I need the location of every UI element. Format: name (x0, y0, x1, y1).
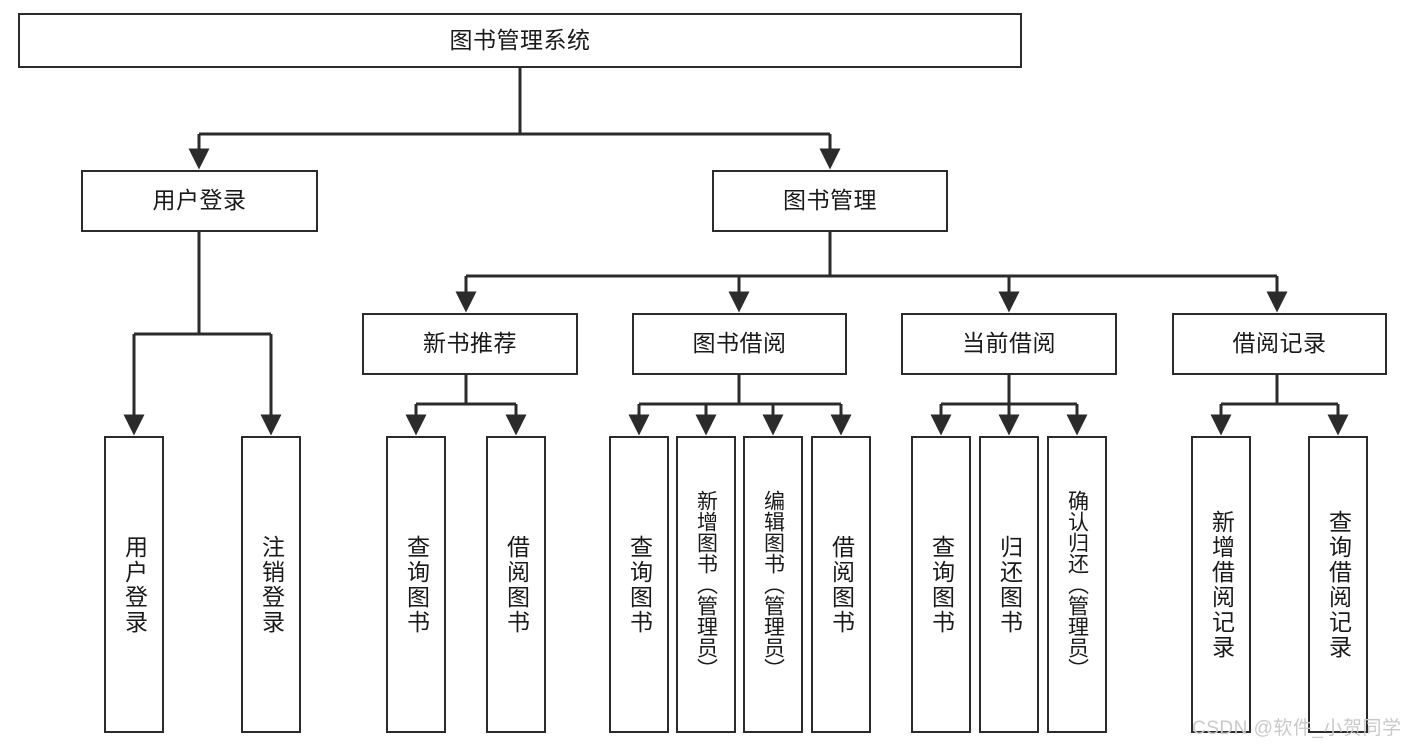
leaf-logout[interactable]: 注销登录 (241, 436, 301, 733)
node-root-system[interactable]: 图书管理系统 (18, 13, 1022, 68)
leaf-user-login[interactable]: 用户登录 (104, 436, 164, 733)
leaf-query-borrow-record[interactable]: 查询借阅记录 (1308, 436, 1368, 733)
leaf-borrow-book[interactable]: 借阅图书 (811, 436, 871, 733)
node-book-borrow[interactable]: 图书借阅 (632, 313, 847, 375)
leaf-query-book-current[interactable]: 查询图书 (911, 436, 971, 733)
leaf-add-book-admin[interactable]: 新增图书（管理员） (676, 436, 736, 733)
node-book-management[interactable]: 图书管理 (712, 170, 948, 232)
leaf-confirm-return-admin[interactable]: 确认归还（管理员） (1047, 436, 1107, 733)
node-current-borrow[interactable]: 当前借阅 (901, 313, 1117, 375)
csdn-watermark: CSDN @软件_小贺同学 (1192, 718, 1402, 739)
leaf-return-book[interactable]: 归还图书 (979, 436, 1039, 733)
leaf-add-borrow-record[interactable]: 新增借阅记录 (1191, 436, 1251, 733)
node-user-login[interactable]: 用户登录 (81, 170, 318, 232)
node-borrow-record[interactable]: 借阅记录 (1172, 313, 1387, 375)
leaf-edit-book-admin[interactable]: 编辑图书（管理员） (743, 436, 803, 733)
leaf-borrow-book-recommend[interactable]: 借阅图书 (486, 436, 546, 733)
leaf-query-book-borrow[interactable]: 查询图书 (609, 436, 669, 733)
leaf-query-book-recommend[interactable]: 查询图书 (386, 436, 446, 733)
node-new-book-recommend[interactable]: 新书推荐 (362, 313, 578, 375)
